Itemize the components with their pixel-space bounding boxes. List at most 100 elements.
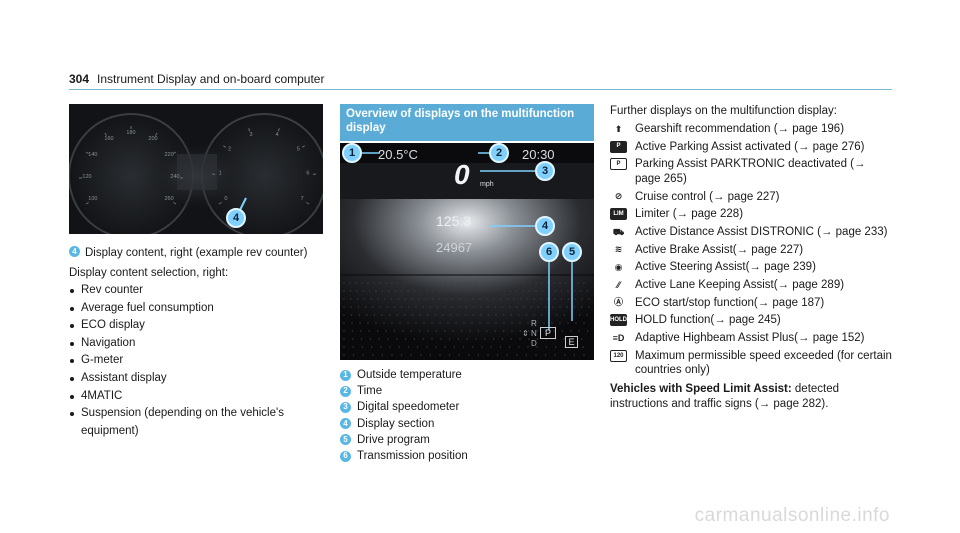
lane-keeping-icon: ⁄⁄: [616, 279, 620, 290]
trip-readout: 125.3: [436, 213, 472, 229]
gauge-tick-label: 3: [249, 132, 252, 138]
callout-3: 3: [535, 161, 555, 181]
list-item: Suspension (depending on the vehicle's e…: [69, 405, 323, 440]
gauge-tick: [248, 128, 251, 132]
gauge-tick-label: 100: [88, 196, 97, 202]
parking-assist-icon: P: [610, 140, 627, 153]
list-item: Assistant display: [69, 370, 323, 388]
header-rule: [69, 89, 892, 90]
gear-r: R: [531, 319, 537, 328]
figure-caption: 4 Display content, right (example rev co…: [69, 246, 323, 261]
gauge-tick-label: 7: [301, 196, 304, 202]
gauge-tick-label: 260: [165, 196, 174, 202]
speed-limit-note: Vehicles with Speed Limit Assist: detect…: [610, 382, 892, 412]
eco-start-stop-icon: Ⓐ: [613, 297, 623, 308]
list-item: ECO display: [69, 317, 323, 335]
speed-limit-note-heading: Vehicles with Speed Limit Assist:: [610, 382, 792, 395]
column-middle: Overview of displays on the multifunctio…: [340, 104, 594, 464]
intro-text: Further displays on the multifunction di…: [610, 105, 837, 117]
gear-current: P: [540, 327, 556, 339]
callout-4: 4: [535, 216, 555, 236]
list-item: Average fuel consumption: [69, 300, 323, 318]
gear-arrows-icon: ⇕: [522, 329, 529, 338]
running-title: Instrument Display and on-board computer: [97, 72, 325, 86]
gauge-tick: [155, 132, 158, 136]
section-title: Overview of displays on the multifunctio…: [340, 104, 594, 141]
callout-1: 1: [342, 143, 362, 163]
speed-limit-note-text: detected instructions and traffic signs …: [610, 382, 840, 410]
hold-icon: HOLD: [610, 314, 627, 327]
list-item: Rev counter: [69, 282, 323, 300]
list-item: G-meter: [69, 352, 323, 370]
display-row: ⬆Gearshift recommendation (→ page 196): [610, 122, 892, 137]
brake-assist-icon: ≋: [614, 244, 623, 255]
gauge-tick: [223, 145, 226, 148]
column-right: Further displays on the multifunction di…: [610, 104, 892, 412]
gauge-tick: [85, 151, 89, 154]
gear-n: N: [531, 329, 537, 338]
gauge-tick-label: 160: [104, 136, 113, 142]
gearshift-arrow-icon: ⬆: [614, 123, 623, 134]
gauge-tick-label: 140: [88, 152, 97, 158]
gauge-tick-label: 1: [219, 171, 222, 177]
steering-assist-icon: ◉: [614, 262, 623, 273]
page-header: 304 Instrument Display and on-board comp…: [69, 72, 324, 86]
gauge-tick: [218, 202, 222, 205]
caption-badge: 4: [69, 246, 80, 257]
list-item: Navigation: [69, 335, 323, 353]
gauge-tick: [85, 202, 89, 205]
distronic-icon: ⛟: [612, 226, 625, 237]
multifunction-display-figure: 20.5°C 20:30 0 mph 125.3 24967 R ⇕ N D P…: [340, 143, 594, 360]
selection-list: Rev counter Average fuel consumption ECO…: [69, 282, 323, 440]
max-speed-icon: 120: [610, 349, 627, 362]
gauge-tick-label: 180: [126, 130, 135, 136]
speed-readout: 0: [454, 159, 470, 190]
gauge-tick: [104, 132, 107, 136]
gauge-tick: [302, 145, 305, 148]
callout-4: 4: [226, 208, 246, 228]
caption-text: Display content, right (example rev coun…: [85, 247, 308, 259]
callout-6: 6: [539, 242, 559, 262]
highbeam-assist-icon: ≡D: [612, 332, 625, 343]
selection-title: Display content selection, right:: [69, 267, 229, 279]
outside-temp-readout: 20.5°C: [378, 147, 418, 162]
watermark: carmanualsonline.info: [694, 505, 890, 526]
display-row: ⛟Active Distance Assist DISTRONIC (→ pag…: [610, 225, 892, 240]
parktronic-off-icon: P: [610, 158, 627, 171]
gauge-tick: [173, 202, 177, 205]
callout-2: 2: [489, 143, 509, 163]
cruise-control-icon: ⊘: [614, 191, 623, 202]
gauge-tick: [173, 151, 177, 154]
gauge-tick-label: 0: [224, 196, 227, 202]
gauge-tick-label: 220: [165, 152, 174, 158]
display-row: ⁄⁄Active Lane Keeping Assist(→ page 289): [610, 278, 892, 293]
gear-d: D: [531, 339, 537, 348]
gauge-tick-label: 200: [148, 136, 157, 142]
page-number: 304: [69, 72, 90, 86]
gauge-tick-label: 5: [297, 147, 300, 153]
odometer-readout: 24967: [436, 240, 473, 255]
time-readout: 20:30: [522, 147, 555, 162]
drive-program-indicator: E: [565, 336, 578, 348]
gauge-tick-label: 240: [170, 174, 179, 180]
gauge-tick: [277, 128, 280, 132]
display-row: ⊘Cruise control (→ page 227): [610, 190, 892, 205]
callout-5: 5: [562, 242, 582, 262]
gauge-tick-label: 6: [306, 171, 309, 177]
